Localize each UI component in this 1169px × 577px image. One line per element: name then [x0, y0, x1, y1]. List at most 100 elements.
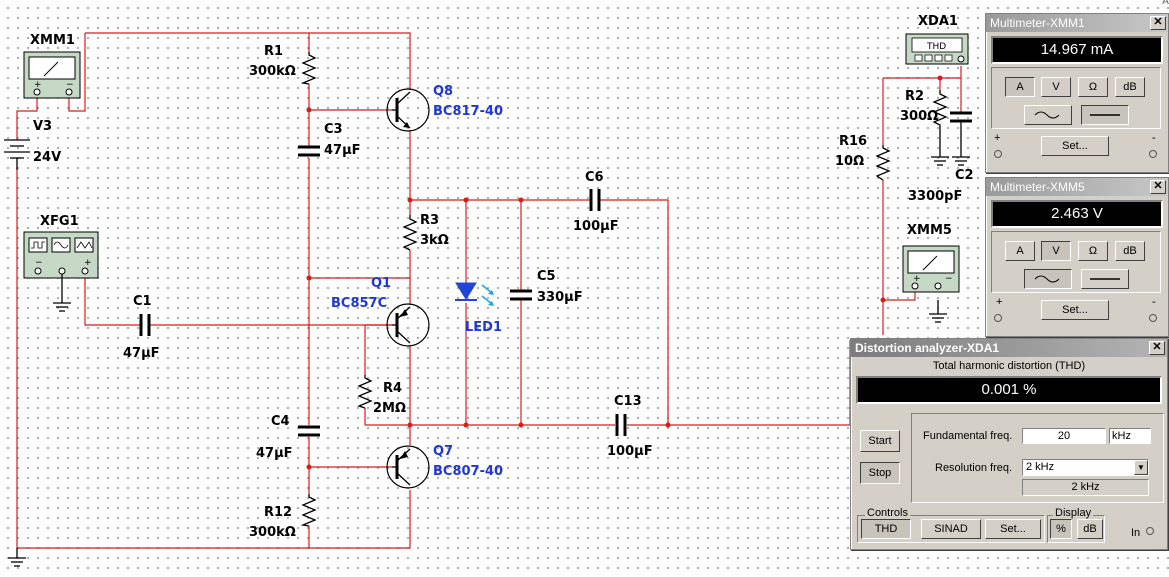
dc-line-icon	[1090, 278, 1120, 280]
label-c1-value: 47µF	[123, 346, 160, 361]
display-label: Display	[1053, 507, 1094, 519]
xmm5-volt-button[interactable]: V	[1041, 241, 1071, 261]
stop-button[interactable]: Stop	[860, 462, 900, 484]
label-q7-part: BC807-40	[433, 464, 503, 479]
xmm5-minus-terminal[interactable]	[1149, 314, 1157, 322]
distortion-analyzer-xda1-symbol[interactable]	[905, 33, 969, 65]
xmm1-plus-label: +	[994, 132, 1001, 144]
transistor-q7[interactable]	[386, 445, 430, 489]
svg-text:−: −	[945, 274, 953, 284]
xda1-titlebar[interactable]: Distortion analyzer-XDA1 ✕	[851, 339, 1167, 357]
capacitor-c3[interactable]	[298, 145, 320, 157]
label-c4-value: 47µF	[256, 446, 293, 461]
label-r3: R3	[420, 213, 439, 228]
xmm5-ohm-button[interactable]: Ω	[1078, 241, 1108, 261]
ground-symbols	[8, 145, 970, 567]
label-q8-part: BC817-40	[433, 104, 503, 119]
function-generator-xfg1[interactable]: − +	[23, 231, 99, 303]
sinad-button[interactable]: SINAD	[921, 519, 981, 539]
transistor-q8[interactable]	[386, 88, 430, 132]
resistor-r1[interactable]	[300, 52, 317, 85]
multimeter-xmm1-symbol[interactable]: + −	[23, 51, 81, 99]
xmm5-db-button[interactable]: dB	[1115, 241, 1145, 261]
capacitor-c6[interactable]	[589, 189, 601, 211]
resistor-r2[interactable]	[932, 90, 948, 145]
led-led1[interactable]	[455, 282, 494, 306]
xmm1-amp-button[interactable]: A	[1005, 77, 1035, 97]
capacitor-c1[interactable]	[139, 314, 151, 336]
label-r12-value: 300kΩ	[249, 525, 296, 540]
fundamental-freq-input[interactable]: 20	[1022, 428, 1106, 444]
fundamental-freq-unit[interactable]: kHz	[1109, 428, 1151, 444]
xmm5-minus-label: -	[1152, 296, 1156, 308]
xmm5-amp-button[interactable]: A	[1005, 241, 1035, 261]
svg-text:+: +	[34, 80, 42, 90]
multimeter-xmm1-window[interactable]: Multimeter-XMM1 ✕ 14.967 mA A V Ω dB Set…	[985, 13, 1169, 173]
resistor-r4[interactable]	[357, 375, 373, 409]
resolution-freq-readout: 2 kHz	[1022, 479, 1149, 496]
label-r1-value: 300kΩ	[249, 64, 296, 79]
xmm1-titlebar[interactable]: Multimeter-XMM1 ✕	[986, 14, 1168, 32]
xmm5-titlebar[interactable]: Multimeter-XMM5 ✕	[986, 178, 1168, 196]
label-q1-part: BC857C	[331, 296, 387, 311]
xmm1-dc-button[interactable]	[1081, 105, 1129, 125]
resistor-r3[interactable]	[402, 215, 418, 251]
label-c6-value: 100µF	[573, 219, 619, 234]
xda1-close-button[interactable]: ✕	[1149, 341, 1165, 355]
start-button[interactable]: Start	[860, 430, 900, 452]
xmm5-ac-button[interactable]	[1024, 269, 1072, 289]
xmm5-mode-group	[991, 231, 1161, 293]
capacitor-c2[interactable]	[950, 111, 972, 145]
label-r3-value: 3kΩ	[420, 233, 449, 248]
label-v3: V3	[33, 119, 52, 134]
label-led1: LED1	[465, 320, 502, 335]
chevron-down-icon[interactable]: ▼	[1134, 460, 1148, 475]
xmm1-plus-terminal[interactable]	[994, 150, 1002, 158]
xmm5-title: Multimeter-XMM5	[990, 180, 1085, 194]
label-c3-value: 47µF	[324, 143, 361, 158]
controls-set-button[interactable]: Set...	[985, 519, 1041, 539]
xmm5-dc-button[interactable]	[1081, 269, 1129, 289]
label-xfg1: XFG1	[40, 214, 79, 229]
resolution-freq-select[interactable]: 2 kHz	[1022, 459, 1149, 476]
resistor-r12[interactable]	[300, 494, 317, 527]
xmm1-volt-button[interactable]: V	[1041, 77, 1071, 97]
xmm1-close-button[interactable]: ✕	[1150, 16, 1166, 30]
label-r16-value: 10Ω	[835, 154, 864, 169]
xmm5-plus-label: +	[996, 296, 1003, 308]
xmm1-minus-terminal[interactable]	[1149, 150, 1157, 158]
capacitor-c4[interactable]	[298, 425, 320, 437]
percent-button[interactable]: %	[1050, 519, 1072, 539]
xmm1-ohm-button[interactable]: Ω	[1078, 77, 1108, 97]
xmm1-db-button[interactable]: dB	[1115, 77, 1145, 97]
input-terminal[interactable]	[1146, 527, 1154, 535]
label-c5: C5	[537, 269, 556, 284]
label-c5-value: 330µF	[537, 290, 583, 305]
label-q8: Q8	[433, 84, 453, 99]
xmm1-reading-display: 14.967 mA	[991, 36, 1163, 64]
thd-button[interactable]: THD	[861, 519, 911, 539]
multimeter-xmm5-symbol[interactable]: + −	[902, 245, 960, 293]
label-r2-value: 300Ω	[900, 109, 938, 124]
capacitor-c5[interactable]	[510, 289, 532, 301]
transistor-q1[interactable]	[386, 303, 430, 347]
xmm1-set-button[interactable]: Set...	[1041, 136, 1109, 156]
svg-text:+: +	[84, 258, 92, 268]
sine-wave-icon	[1034, 275, 1060, 283]
label-c4: C4	[271, 414, 290, 429]
capacitor-c13[interactable]	[615, 414, 627, 436]
xmm5-set-button[interactable]: Set...	[1041, 300, 1109, 320]
resistor-r16[interactable]	[875, 145, 891, 181]
label-r4-value: 2MΩ	[373, 401, 406, 416]
xmm5-plus-terminal[interactable]	[994, 314, 1002, 322]
db-display-button[interactable]: dB	[1077, 519, 1103, 539]
battery-v3[interactable]	[4, 139, 30, 170]
xmm1-ac-button[interactable]	[1024, 105, 1072, 125]
multimeter-xmm5-window[interactable]: Multimeter-XMM5 ✕ 2.463 V A V Ω dB Set..…	[985, 177, 1169, 337]
sine-wave-icon	[1034, 111, 1060, 119]
distortion-analyzer-window[interactable]: Distortion analyzer-XDA1 ✕ Total harmoni…	[850, 338, 1168, 550]
xmm5-close-button[interactable]: ✕	[1150, 180, 1166, 194]
thd-reading-display: 0.001 %	[856, 376, 1162, 404]
resolution-freq-value: 2 kHz	[1026, 461, 1055, 473]
